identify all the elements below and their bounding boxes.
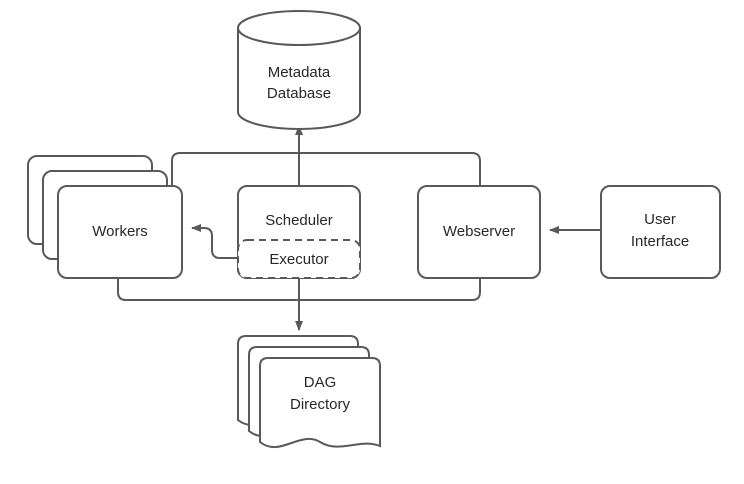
node-executor: Executor — [237, 239, 361, 279]
metadata-database-label-line2: Database — [267, 85, 331, 102]
workers-label: Workers — [92, 223, 148, 240]
scheduler-label: Scheduler — [265, 212, 333, 229]
user-interface-label-line1: User — [644, 211, 676, 228]
user-interface-label-line2: Interface — [631, 233, 689, 250]
dag-directory-sheet-front — [259, 357, 381, 448]
webserver-label: Webserver — [443, 223, 515, 240]
user-interface-box — [600, 185, 721, 279]
edge-executor-to-workers — [191, 224, 238, 259]
node-dag-directory: DAG Directory — [237, 335, 381, 448]
node-workers: Workers — [27, 155, 183, 279]
node-webserver: Webserver — [417, 185, 541, 279]
metadata-database-label-line1: Metadata — [268, 64, 331, 81]
node-user-interface: User Interface — [600, 185, 721, 279]
webserver-box — [417, 185, 541, 279]
dag-directory-label-line1: DAG — [304, 374, 337, 391]
metadata-database-top — [237, 10, 361, 46]
edge-top-bus — [171, 152, 481, 186]
workers-stack-front — [57, 185, 183, 279]
executor-box — [237, 239, 361, 279]
metadata-database-body — [237, 27, 361, 130]
dag-directory-label-line2: Directory — [290, 396, 351, 413]
executor-label: Executor — [269, 251, 328, 268]
node-metadata-database: Metadata Database — [237, 10, 361, 130]
